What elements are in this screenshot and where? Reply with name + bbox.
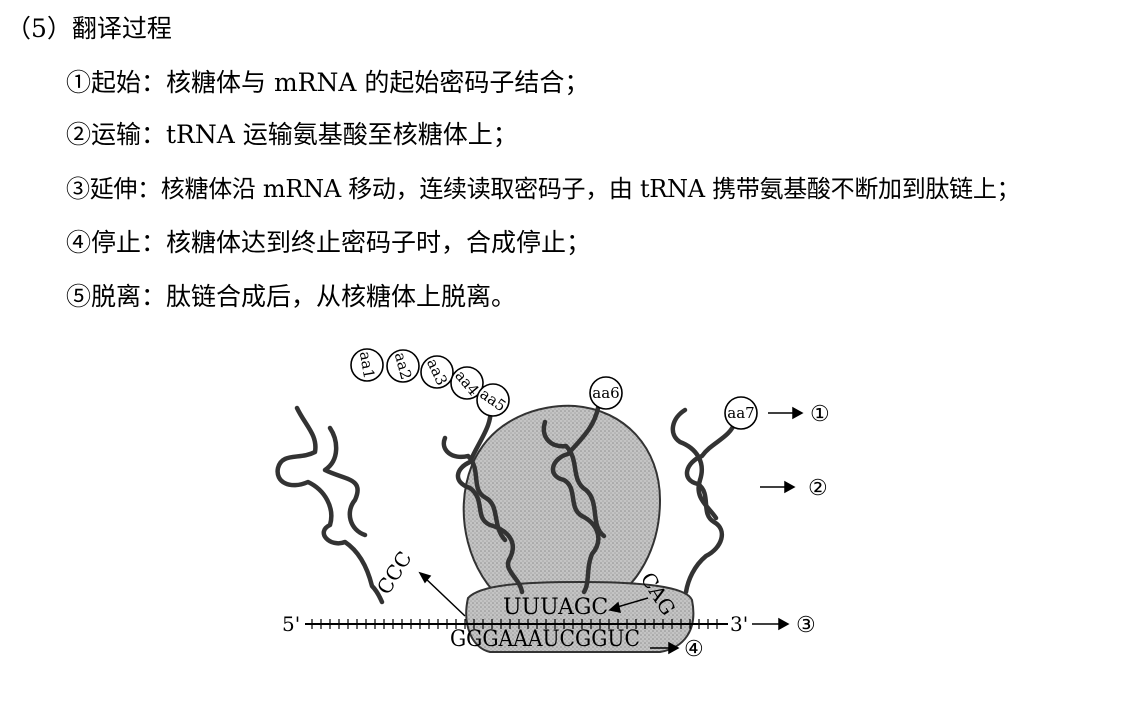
step-transport: ②运输：tRNA 运输氨基酸至核糖体上； (66, 120, 518, 149)
amino-acid-label: aa1 (356, 350, 378, 380)
amino-acid-bead (476, 383, 510, 417)
amino-acid-label: aa7 (727, 404, 754, 422)
ribosome-small-subunit (465, 580, 695, 653)
callout-arrowhead-1 (792, 406, 804, 420)
step-release: ⑤脱离：肽链合成后，从核糖体上脱离。 (66, 282, 517, 311)
trna-exiting (275, 405, 385, 605)
callout-arrowhead-3 (778, 617, 790, 631)
amino-acid-bead (386, 349, 420, 383)
exit-arrow (423, 576, 466, 617)
anticodon-ribosome-label: UUUAGC (503, 595, 608, 620)
amino-acid-bead (450, 366, 484, 400)
callout-3: ③ (796, 613, 816, 638)
trna-exiting-arm (322, 425, 368, 538)
callout-4: ④ (684, 637, 704, 662)
callout-2: ② (808, 476, 828, 501)
step-initiation: ①起始：核糖体与 mRNA 的起始密码子结合； (66, 68, 590, 97)
amino-acid-bead (724, 396, 758, 430)
amino-acid-bead (589, 376, 623, 410)
move-arrowhead (668, 641, 680, 655)
amino-acid-label: aa6 (592, 384, 619, 402)
mrna-ticks (311, 619, 718, 629)
incoming-arrowhead (608, 601, 621, 613)
trna-incoming-arm (670, 407, 719, 521)
callout-arrowhead-2 (784, 480, 796, 494)
trna-p-site (455, 402, 525, 595)
step-termination: ④停止：核糖体达到终止密码子时，合成停止； (66, 228, 592, 257)
amino-acid-bead (350, 348, 384, 382)
trna-a-site-arm (541, 419, 607, 539)
callout-1: ① (810, 402, 830, 427)
amino-acid-bead (420, 355, 454, 389)
step-elongation: ③延伸：核糖体沿 mRNA 移动，连续读取密码子，由 tRNA 携带氨基酸不断加… (66, 175, 1021, 203)
section-heading: （5）翻译过程 (6, 14, 172, 43)
exit-arrowhead (418, 571, 432, 584)
incoming-arrow (613, 597, 649, 609)
five-prime-label: 5' (282, 612, 300, 636)
three-prime-label: 3' (730, 612, 748, 636)
mrna-sequence-label: GGGAAAUCGGUC (450, 627, 640, 652)
exiting-anticodon-label: CCC (372, 547, 417, 599)
trna-p-site-arm (441, 435, 508, 543)
